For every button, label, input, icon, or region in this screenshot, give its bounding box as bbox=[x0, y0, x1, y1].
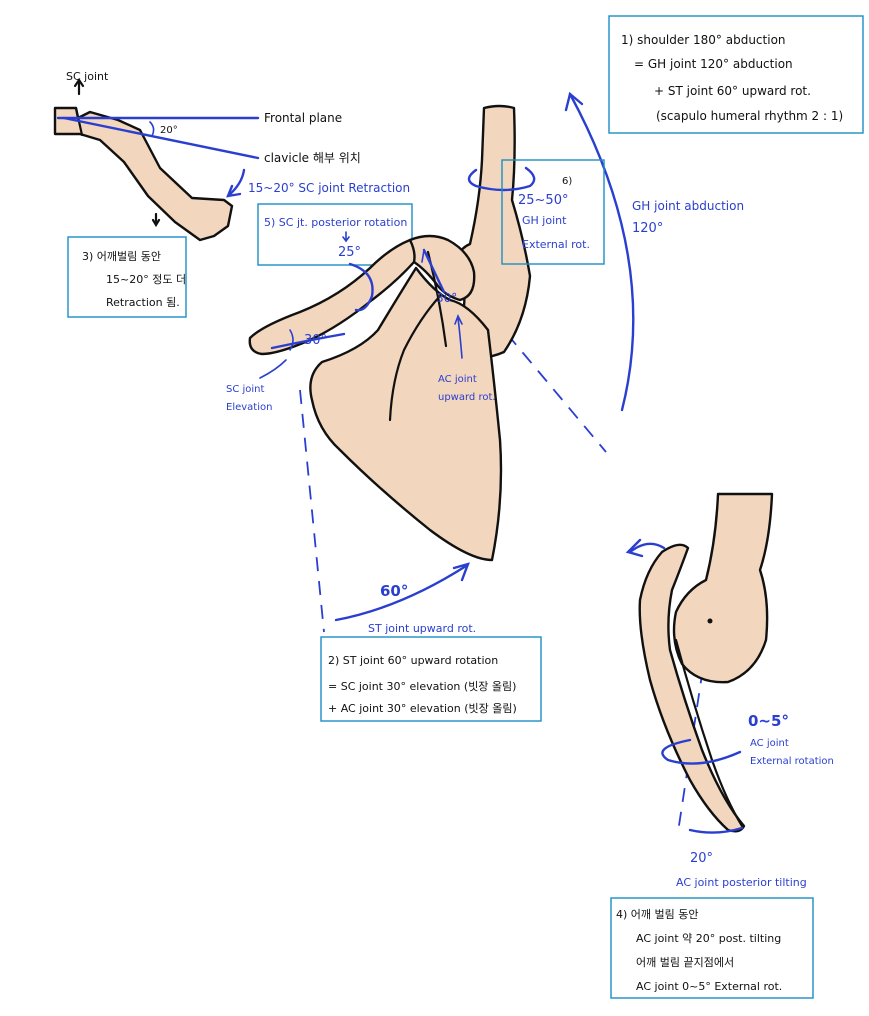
clavicle-label: clavicle 해부 위치 bbox=[264, 151, 361, 165]
box3-line2: 15~20° 정도 더 bbox=[106, 273, 186, 286]
scapular-spine bbox=[388, 294, 442, 422]
ac-upward-pointer bbox=[454, 314, 463, 359]
sc-elevation-label2: Elevation bbox=[226, 402, 272, 413]
box-gh-external-rotation: 6) 25~50° GH joint External rot. bbox=[501, 159, 605, 265]
box5-value: 25° bbox=[338, 245, 361, 260]
frontal-plane-label: Frontal plane bbox=[264, 111, 342, 125]
box1-line1: 1) shoulder 180° abduction bbox=[621, 33, 786, 47]
lateral-rotation-arrowhead bbox=[625, 538, 644, 558]
box1-line4: (scapulo humeral rhythm 2 : 1) bbox=[656, 109, 843, 123]
sc-elevation-arrow bbox=[289, 329, 294, 351]
retraction-arrow bbox=[226, 168, 246, 198]
box6-line2: External rot. bbox=[522, 238, 590, 251]
box2-line2: = SC joint 30° elevation (빗장 올림) bbox=[328, 680, 516, 693]
box4-line1: 4) 어깨 벌림 동안 bbox=[616, 908, 699, 921]
box4-line4: AC joint 0~5° External rot. bbox=[636, 980, 782, 993]
sc-elevation-pointer bbox=[259, 359, 287, 379]
box-sc-posterior-rotation: 5) SC jt. posterior rotation 25° bbox=[257, 203, 413, 266]
gh-abduction-label: GH joint abduction bbox=[632, 199, 744, 213]
st-upward-rotation-arc bbox=[334, 564, 468, 622]
ac-ext-label1: AC joint bbox=[750, 738, 789, 749]
sc-retraction-label: 15~20° SC joint Retraction bbox=[248, 181, 410, 195]
lateral-scapula-ridge bbox=[674, 638, 744, 828]
sc-elevation-value: 30° bbox=[304, 333, 327, 348]
box2-line1: 2) ST joint 60° upward rotation bbox=[328, 654, 498, 667]
tilt-label: AC joint posterior tilting bbox=[676, 876, 807, 889]
box-shoulder-abduction-summary: 1) shoulder 180° abduction = GH joint 12… bbox=[608, 15, 864, 134]
ac-arrowhead bbox=[421, 249, 431, 263]
box6-num: 6) bbox=[562, 176, 572, 187]
box1-line3: + ST joint 60° upward rot. bbox=[654, 84, 811, 98]
box5-line1: 5) SC jt. posterior rotation bbox=[264, 216, 407, 229]
ac-value: 30° bbox=[436, 291, 457, 305]
sc-elevation-arc bbox=[270, 332, 346, 350]
gh-abduction-arc bbox=[568, 92, 635, 412]
lateral-rotation-arrow bbox=[628, 542, 666, 554]
angle-arc-20 bbox=[149, 121, 155, 137]
gh-abduction-arrowhead bbox=[564, 91, 584, 112]
shoulder-lateral-view: 0~5° AC joint External rotation 20° AC j… bbox=[625, 492, 834, 889]
box2-line3: + AC joint 30° elevation (빗장 올림) bbox=[328, 702, 517, 715]
lateral-scapula bbox=[638, 543, 746, 833]
st-label: ST joint upward rot. bbox=[368, 622, 476, 635]
box3-line3: Retraction 됨. bbox=[106, 296, 180, 309]
sc-elevation-label1: SC joint bbox=[226, 384, 265, 395]
sc-posterior-rotation-arc bbox=[348, 262, 374, 312]
scapula-bone bbox=[309, 266, 503, 562]
box3-line1: 3) 어깨벌림 동안 bbox=[82, 250, 161, 263]
ac-ext-value: 0~5° bbox=[748, 712, 789, 730]
box5-arrow bbox=[342, 231, 350, 243]
lateral-center-dot bbox=[707, 618, 713, 624]
box4-line2: AC joint 약 20° post. tilting bbox=[636, 931, 781, 945]
ac-external-rotation-ellipse bbox=[661, 738, 742, 765]
ac-ext-label2: External rotation bbox=[750, 756, 834, 767]
gh-abduction-value: 120° bbox=[632, 221, 663, 236]
gh-external-rotation-ellipse bbox=[467, 166, 536, 192]
box-st-upward-rotation: 2) ST joint 60° upward rotation = SC joi… bbox=[320, 636, 542, 722]
box6-line1: GH joint bbox=[522, 214, 567, 227]
angle-20-label: 20° bbox=[160, 125, 178, 136]
sc-joint-label: SC joint bbox=[66, 70, 109, 83]
ac-label1: AC joint bbox=[438, 374, 477, 385]
retraction-arrowhead bbox=[226, 184, 242, 198]
clavicle-bone bbox=[53, 106, 234, 242]
clavicle-anterior bbox=[248, 238, 416, 356]
box4-line3: 어깨 벌림 끝지점에서 bbox=[636, 956, 734, 969]
box6-value: 25~50° bbox=[518, 193, 568, 208]
st-value: 60° bbox=[380, 582, 408, 600]
scapula-reference-dash bbox=[299, 389, 325, 633]
posterior-tilt-arc bbox=[688, 826, 744, 834]
tilt-value: 20° bbox=[690, 851, 713, 866]
box-ac-tilting-note: 4) 어깨 벌림 동안 AC joint 약 20° post. tilting… bbox=[610, 897, 814, 999]
clavicle-axis-line bbox=[62, 116, 260, 160]
st-arrowhead bbox=[452, 562, 470, 582]
ac-label2: upward rot. bbox=[438, 392, 496, 403]
shoulder-anterior-view: 30° SC joint Elevation 30° AC joint upwa… bbox=[226, 91, 744, 635]
box1-line2: = GH joint 120° abduction bbox=[634, 57, 793, 71]
humerus-reference-dash bbox=[429, 241, 607, 453]
sc-joint-pointer bbox=[73, 78, 85, 96]
lateral-humerus bbox=[672, 492, 774, 684]
clavicle-superior-view: SC joint 20° Frontal plane clavicle 해부 위… bbox=[53, 70, 410, 242]
box3-pointer bbox=[151, 212, 161, 228]
box-retraction-note: 3) 어깨벌림 동안 15~20° 정도 더 Retraction 됨. bbox=[67, 236, 187, 318]
